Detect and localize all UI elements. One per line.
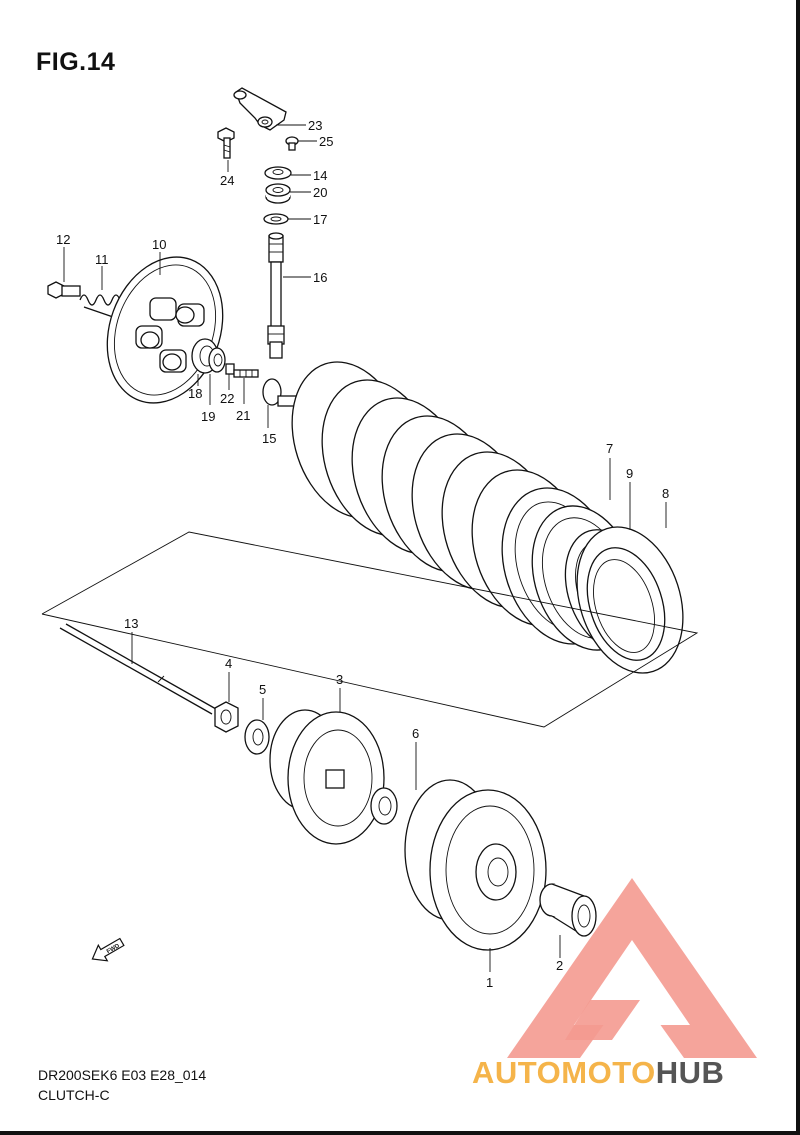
callout-2: 2 [556, 958, 563, 973]
callout-20: 20 [313, 185, 327, 200]
callout-4: 4 [225, 656, 232, 671]
watermark-text-hub: HUB [656, 1055, 725, 1090]
callout-22: 22 [220, 391, 234, 406]
part-12-bolt [47, 281, 81, 299]
callout-8: 8 [662, 486, 669, 501]
part-3-primary-driven-gear [269, 709, 385, 845]
part-19-bearing-ring [208, 347, 226, 373]
part-11-spring [79, 294, 121, 319]
svg-text:AUTOMOTOHUB: AUTOMOTOHUB [472, 1055, 724, 1090]
callout-9: 9 [626, 466, 633, 481]
part-8-seat-plate [576, 526, 684, 674]
part-13-push-rod [59, 623, 217, 715]
part-20-seal [265, 183, 291, 204]
callout-17: 17 [313, 212, 327, 227]
figure-name: CLUTCH-C [38, 1087, 110, 1103]
callout-23: 23 [308, 118, 322, 133]
callout-13: 13 [124, 616, 138, 631]
part-22-spacer [225, 363, 235, 375]
part-24-bolt [217, 127, 235, 159]
part-14-washer [264, 166, 292, 180]
watermark-text-main: AUTOMOTO [472, 1055, 656, 1090]
callout-labels: 23 25 24 14 20 17 16 12 10 11 18 19 22 2… [56, 118, 669, 990]
assembly-outline [41, 531, 699, 728]
callout-21: 21 [236, 408, 250, 423]
part-1-clutch-housing [404, 779, 547, 951]
watermark-wordmark: AUTOMOTOHUB [472, 1055, 724, 1090]
part-10-pressure-plate [106, 256, 224, 404]
callout-14: 14 [313, 168, 327, 183]
forward-arrow-icon: FWD [91, 937, 125, 962]
part-17-o-ring [263, 213, 289, 225]
part-5-washer [244, 719, 270, 755]
callout-10: 10 [152, 237, 166, 252]
callout-16: 16 [313, 270, 327, 285]
callout-25: 25 [319, 134, 333, 149]
callout-3: 3 [336, 672, 343, 687]
leader-lines [63, 124, 667, 972]
callout-1: 1 [486, 975, 493, 990]
callout-18: 18 [188, 386, 202, 401]
part-21-pin [233, 369, 259, 378]
callout-11: 11 [95, 252, 109, 267]
callout-7: 7 [606, 441, 613, 456]
part-2-spacer [539, 883, 597, 937]
callout-19: 19 [201, 409, 215, 424]
callout-24: 24 [220, 173, 234, 188]
figure-code: DR200SEK6 E03 E28_014 [38, 1067, 207, 1083]
part-6-washer [370, 787, 398, 825]
callout-15: 15 [262, 431, 276, 446]
part-4-nut [214, 701, 239, 733]
callout-12: 12 [56, 232, 70, 247]
part-23-release-arm [233, 87, 287, 131]
callout-5: 5 [259, 682, 266, 697]
watermark-logo [507, 878, 757, 1058]
part-25-screw [285, 136, 299, 151]
callout-6: 6 [412, 726, 419, 741]
part-16-release-shaft [267, 232, 285, 359]
figure-title: FIG.14 [36, 48, 116, 76]
